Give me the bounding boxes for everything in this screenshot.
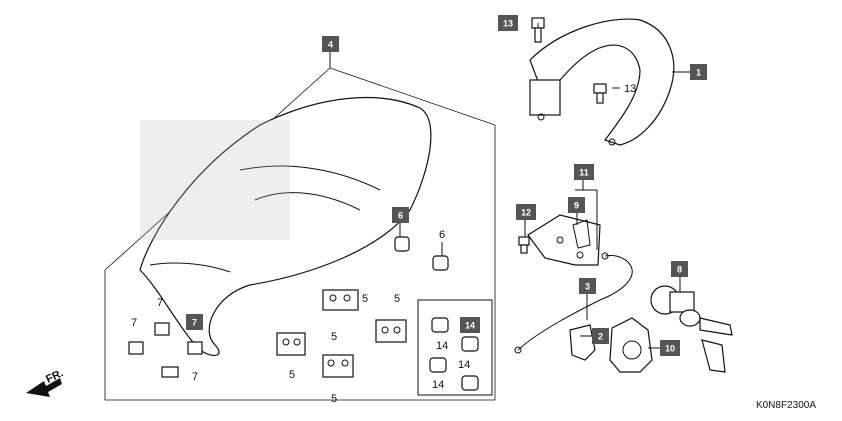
seat-latch xyxy=(527,214,601,266)
callout-7a: 7 xyxy=(157,297,163,309)
callout-6: 6 xyxy=(439,229,445,241)
clip-7a xyxy=(154,322,170,336)
grab-rail xyxy=(529,18,675,146)
block-5d xyxy=(322,354,354,378)
callout-box-8: 8 xyxy=(671,261,688,277)
front-arrow: FR. xyxy=(26,367,65,397)
callout-box-14: 14 xyxy=(460,317,480,333)
svg-text:2: 2 xyxy=(598,332,603,342)
svg-text:14: 14 xyxy=(465,321,475,331)
reference-code: K0N8F2300A xyxy=(755,400,816,411)
cushion-6b xyxy=(432,255,449,271)
clip-7c xyxy=(187,341,203,355)
callout-5c: 5 xyxy=(331,331,337,343)
grommet-box xyxy=(417,299,493,396)
leader-lines xyxy=(329,23,690,349)
callout-5a: 5 xyxy=(362,293,368,305)
callout-13: 13 xyxy=(624,83,636,95)
svg-text:7: 7 xyxy=(192,318,197,328)
callout-box-11: 11 xyxy=(574,164,594,180)
callout-7c: 7 xyxy=(192,371,198,383)
callout-7b: 7 xyxy=(131,317,137,329)
callout-box-12: 12 xyxy=(516,204,536,220)
bolt-13-mid xyxy=(593,83,607,104)
callout-box-1: 1 xyxy=(690,64,707,80)
block-5a xyxy=(322,289,359,311)
block-5b xyxy=(375,319,407,343)
clip-7d xyxy=(161,366,179,378)
bolt-12 xyxy=(518,236,530,254)
bracket-2 xyxy=(569,324,596,361)
grommet-14a xyxy=(431,317,449,333)
bolt-13-top xyxy=(531,17,545,43)
callout-box-13: 13 xyxy=(498,15,518,31)
svg-text:13: 13 xyxy=(503,19,513,29)
cushion-6a xyxy=(394,236,410,252)
svg-text:1: 1 xyxy=(696,68,701,78)
callout-5b: 5 xyxy=(394,293,400,305)
grommet-14b xyxy=(461,336,479,352)
clip-7b xyxy=(128,341,144,355)
grommet-14c xyxy=(429,357,447,373)
callout-14c: 14 xyxy=(432,379,444,391)
callout-box-7: 7 xyxy=(186,314,203,330)
callout-14b: 14 xyxy=(458,359,470,371)
svg-text:6: 6 xyxy=(398,211,403,221)
callout-box-3: 3 xyxy=(579,278,596,294)
callout-box-10: 10 xyxy=(660,340,680,356)
lock-cover-10 xyxy=(609,317,653,373)
callout-box-2: 2 xyxy=(592,328,609,344)
svg-text:8: 8 xyxy=(677,265,682,275)
callout-box-4: 4 xyxy=(322,36,339,52)
callout-box-6: 6 xyxy=(392,207,409,223)
seat-cable xyxy=(517,255,633,351)
svg-text:3: 3 xyxy=(585,282,590,292)
svg-text:4: 4 xyxy=(328,40,333,50)
svg-text:9: 9 xyxy=(574,201,579,211)
grommet-14d xyxy=(461,375,479,391)
callout-box-9: 9 xyxy=(568,197,585,213)
key-lock-set xyxy=(650,285,733,373)
svg-text:10: 10 xyxy=(665,344,675,354)
block-5c xyxy=(276,332,306,356)
svg-text:12: 12 xyxy=(521,208,531,218)
seat xyxy=(139,97,432,357)
callout-14a: 14 xyxy=(436,340,448,352)
svg-text:FR.: FR. xyxy=(44,367,65,385)
callout-5d: 5 xyxy=(289,369,295,381)
svg-text:11: 11 xyxy=(579,168,589,178)
callout-5e: 5 xyxy=(331,393,337,405)
